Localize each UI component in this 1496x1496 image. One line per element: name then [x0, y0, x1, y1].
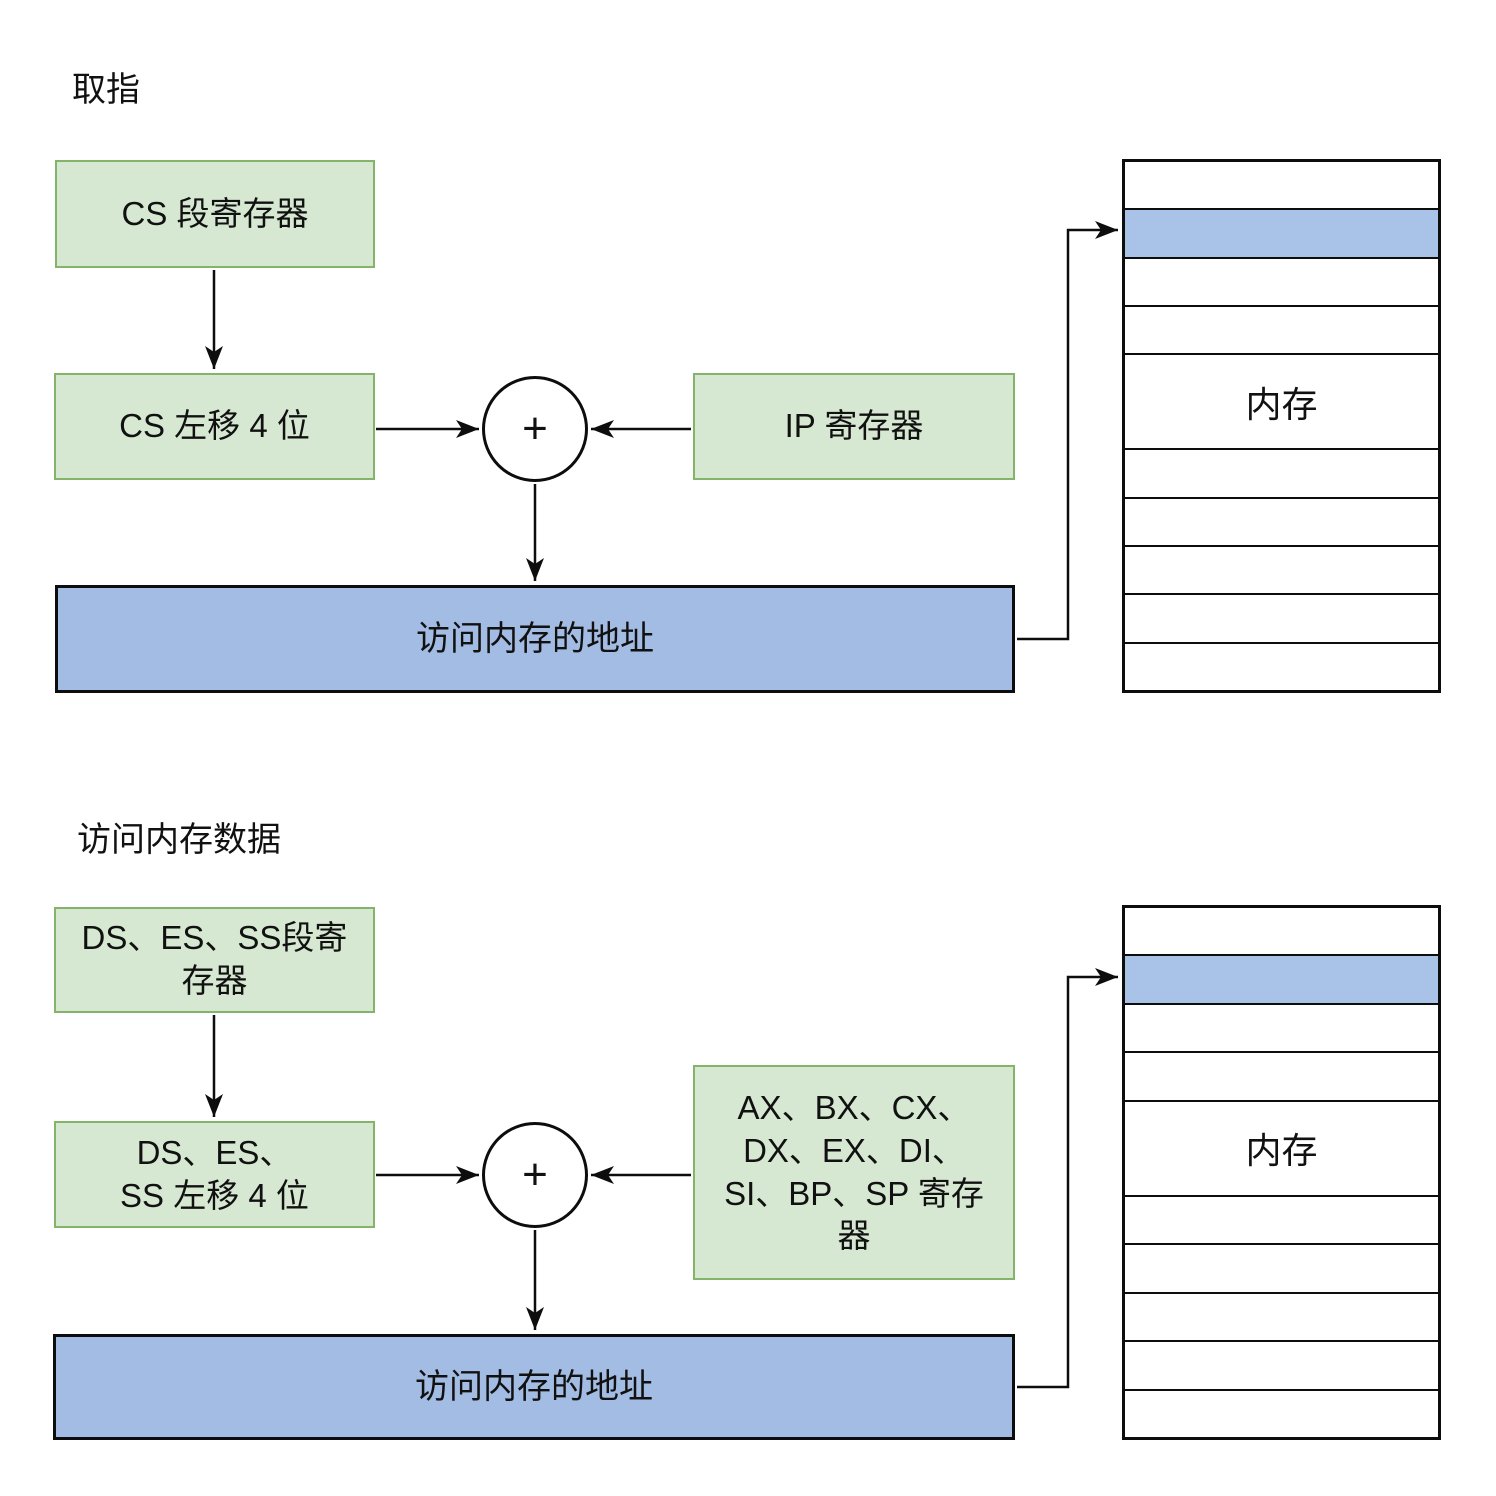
- box-memory-address-data-access: 访问内存的地址: [53, 1334, 1015, 1440]
- memory-row: [1125, 595, 1438, 644]
- memory-row: [1125, 644, 1438, 690]
- memory-row: [1125, 499, 1438, 547]
- memory-table-data-access: 内存: [1122, 905, 1441, 1440]
- box-label-line: 存器: [181, 962, 248, 999]
- memory-row: [1125, 162, 1438, 211]
- box-label: 访问内存的地址: [416, 619, 654, 658]
- memory-row: [1125, 1294, 1438, 1343]
- memory-row: [1125, 450, 1438, 499]
- box-label: IP 寄存器: [784, 407, 924, 445]
- box-label: CS 段寄存器: [121, 194, 309, 232]
- box-ip-register: IP 寄存器: [693, 373, 1015, 480]
- memory-row-label: 内存: [1125, 355, 1438, 451]
- adder-circle-fetch: +: [482, 376, 588, 482]
- box-label: 访问内存的地址: [415, 1367, 653, 1406]
- adder-circle-data-access: +: [482, 1122, 588, 1228]
- box-label-line: DX、EX、DI、: [743, 1131, 965, 1169]
- plus-symbol: +: [522, 404, 548, 453]
- box-label: CS 左移 4 位: [119, 407, 310, 445]
- box-label-line: SI、BP、SP 寄存: [724, 1174, 984, 1212]
- section-title-fetch: 取指: [72, 71, 140, 109]
- connector-address-to-memory: [1017, 221, 1118, 641]
- box-label-line: DS、ES、SS段寄: [81, 919, 348, 957]
- memory-row: [1125, 1342, 1438, 1391]
- box-ds-es-ss-shift-left-4: DS、ES、 SS 左移 4 位: [54, 1121, 375, 1228]
- memory-row-highlighted: [1125, 956, 1438, 1005]
- memory-label: 内存: [1245, 1130, 1318, 1172]
- memory-row: [1125, 1197, 1438, 1246]
- box-label-line: SS 左移 4 位: [120, 1176, 309, 1214]
- box-label-line: DS、ES、: [136, 1133, 293, 1171]
- box-memory-address-fetch: 访问内存的地址: [55, 585, 1015, 693]
- memory-label: 内存: [1245, 383, 1318, 425]
- box-label-line: 器: [837, 1217, 871, 1255]
- box-label-line: AX、BX、CX、: [737, 1088, 971, 1126]
- plus-symbol: +: [522, 1150, 548, 1199]
- box-cs-shift-left-4: CS 左移 4 位: [54, 373, 375, 480]
- memory-row: [1125, 547, 1438, 596]
- box-general-registers: AX、BX、CX、 DX、EX、DI、 SI、BP、SP 寄存 器: [693, 1065, 1015, 1280]
- memory-row: [1125, 307, 1438, 356]
- box-cs-segment-register: CS 段寄存器: [55, 160, 375, 268]
- memory-row-highlighted: [1125, 210, 1438, 259]
- memory-row: [1125, 1005, 1438, 1054]
- memory-row: [1125, 908, 1438, 957]
- memory-row: [1125, 1053, 1438, 1102]
- section-title-data-access: 访问内存数据: [77, 821, 281, 859]
- box-ds-es-ss-segment-register: DS、ES、SS段寄 存器: [54, 907, 375, 1013]
- memory-row-label: 内存: [1125, 1102, 1438, 1197]
- memory-table-fetch: 内存: [1122, 159, 1441, 693]
- connector-address-to-memory: [1017, 968, 1118, 1389]
- memory-row: [1125, 1245, 1438, 1294]
- memory-row: [1125, 1391, 1438, 1437]
- memory-row: [1125, 259, 1438, 308]
